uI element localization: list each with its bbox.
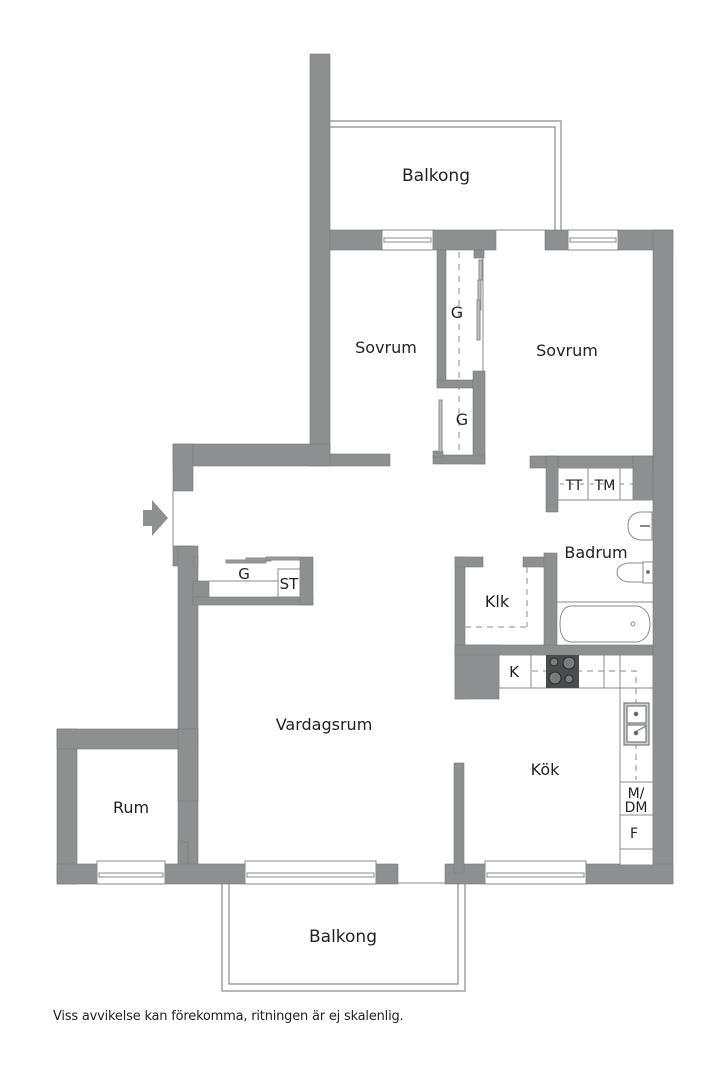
label-badrum: Badrum (564, 543, 627, 562)
bathroom-fixtures (557, 499, 654, 643)
label-sovrum-left: Sovrum (355, 338, 417, 357)
windows (96, 229, 619, 885)
label-balkong-bottom: Balkong (309, 927, 377, 947)
laundry-cabinets (557, 467, 634, 501)
label-garderob-hall: G (238, 565, 250, 583)
label-sovrum-right: Sovrum (536, 341, 598, 360)
kitchen-sink-icon (623, 702, 650, 746)
label-rum: Rum (113, 798, 149, 817)
wardrobe-details (438, 252, 484, 455)
balcony-bottom (221, 884, 466, 992)
label-klk: Klk (485, 592, 510, 611)
label-balkong-top: Balkong (402, 166, 470, 186)
walls (56, 53, 674, 885)
hall-closet-details (209, 556, 301, 598)
balcony-top (330, 120, 562, 230)
label-f: F (630, 826, 638, 842)
label-garderob-lower: G (456, 410, 468, 429)
disclaimer-text: Viss avvikelse kan förekomma, ritningen … (53, 1009, 404, 1024)
label-k: K (509, 663, 520, 681)
label-tm: TM (594, 478, 616, 494)
entrance-arrow-icon (143, 500, 168, 536)
room-labels: Balkong Sovrum Sovrum G G TT TM Badrum K… (113, 166, 647, 947)
klk-shelves (465, 567, 528, 628)
label-st: ST (280, 575, 300, 593)
label-kok: Kök (531, 760, 560, 779)
label-m-dm-1: M/ (628, 786, 645, 802)
stove-icon (546, 655, 579, 688)
label-vardagsrum: Vardagsrum (276, 715, 373, 734)
label-m-dm-2: DM (625, 800, 648, 816)
label-tt: TT (565, 478, 583, 494)
label-garderob-upper: G (451, 303, 463, 322)
